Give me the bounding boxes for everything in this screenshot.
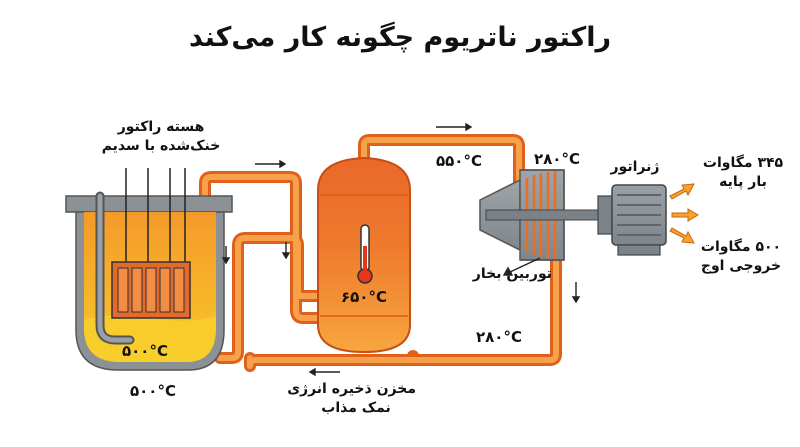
output-baseload-value: ۳۴۵ مگاوات bbox=[702, 155, 784, 171]
turbine-inlet-temp: ۲۸۰°C bbox=[534, 150, 580, 168]
output-peak-label: ۵۰۰ مگاوات خروجی اوج bbox=[694, 238, 788, 276]
turbine-icon bbox=[479, 169, 607, 261]
pipe-network-fill bbox=[192, 137, 559, 369]
storage-label-line1: مخزن ذخیره انرژی bbox=[287, 381, 416, 397]
reactor-vessel bbox=[65, 168, 233, 371]
return-line-temp: ۲۸۰°C bbox=[476, 328, 522, 346]
thermometer-icon bbox=[357, 224, 373, 284]
reactor-core-label-line1: هسته راکتور bbox=[117, 119, 205, 135]
reactor-inner-temp: ۵۰۰°C bbox=[122, 342, 168, 360]
turbine-label-text: توربین بخار bbox=[472, 266, 552, 282]
generator-icon bbox=[597, 184, 667, 256]
output-baseload-text: بار پایه bbox=[719, 174, 767, 190]
reactor-core-label-line2: خنک‌شده با سدیم bbox=[101, 138, 221, 154]
reactor-core-label: هسته راکتور خنک‌شده با سدیم bbox=[86, 118, 236, 156]
page-title: راکتور ناتریوم چگونه کار می‌کند bbox=[189, 22, 611, 53]
reactor-outer-temp: ۵۰۰°C bbox=[130, 382, 176, 400]
storage-label-line2: نمک مذاب bbox=[321, 400, 391, 416]
hot-line-temp: ۵۵۰°C bbox=[436, 152, 482, 170]
turbine-label: توربین بخار bbox=[462, 265, 552, 284]
output-baseload-label: ۳۴۵ مگاوات بار پایه bbox=[698, 154, 788, 192]
storage-label: مخزن ذخیره انرژی نمک مذاب bbox=[287, 380, 416, 418]
output-peak-text: خروجی اوج bbox=[700, 258, 782, 274]
generator-label: ژنراتور bbox=[600, 158, 670, 177]
tank-temp: ۶۵۰°C bbox=[341, 288, 387, 306]
flow-arrow-icon bbox=[221, 122, 581, 377]
output-arrow-icon bbox=[669, 183, 699, 244]
storage-tank bbox=[317, 156, 411, 354]
output-peak-value: ۵۰۰ مگاوات bbox=[700, 239, 782, 255]
reactor-core bbox=[111, 261, 191, 319]
generator-label-text: ژنراتور bbox=[610, 159, 660, 175]
